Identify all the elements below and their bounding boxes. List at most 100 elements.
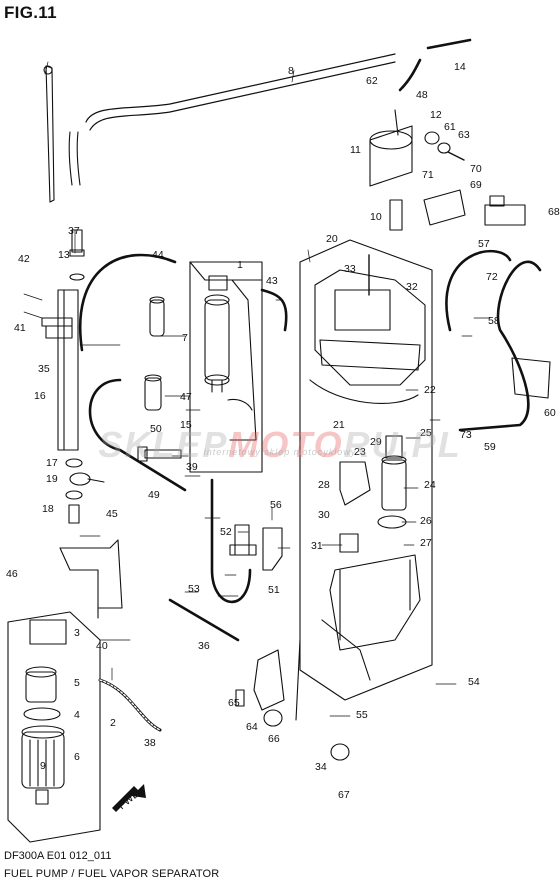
callout-1: 1 (237, 259, 243, 271)
callout-49: 49 (148, 489, 160, 501)
fuel-filter-assembly (7, 611, 101, 843)
callout-21: 21 (333, 419, 345, 431)
callout-58: 58 (488, 315, 500, 327)
vapor-separator-20 (299, 239, 433, 701)
callout-52: 52 (220, 526, 232, 538)
callout-28: 28 (318, 479, 330, 491)
callout-20: 20 (326, 233, 338, 245)
hose-43 (260, 288, 288, 332)
callout-44: 44 (152, 249, 164, 261)
callout-46: 46 (6, 568, 18, 580)
callout-71: 71 (422, 169, 434, 181)
bracket-69 (423, 189, 466, 226)
callout-16: 16 (34, 390, 46, 402)
callout-41: 41 (14, 322, 26, 334)
callout-72: 72 (486, 271, 498, 283)
callout-67: 67 (338, 789, 350, 801)
callout-27: 27 (420, 537, 432, 549)
hose-58-59 (458, 260, 542, 432)
part-31 (339, 533, 359, 553)
bracket-45 (59, 539, 123, 609)
canister-11 (369, 109, 413, 187)
callout-9: 9 (40, 760, 46, 772)
callout-64: 64 (246, 721, 258, 733)
callout-56: 56 (270, 499, 282, 511)
valve-68 (484, 204, 526, 226)
callout-22: 22 (424, 384, 436, 396)
figure-caption: FUEL PUMP / FUEL VAPOR SEPARATOR (4, 868, 220, 880)
hose-38 (98, 678, 162, 732)
watermark-part3: RU.PL (343, 424, 462, 465)
callout-numbers: 1234567891011121314151617181920212223242… (6, 61, 560, 801)
callout-73: 73 (460, 429, 472, 441)
hose-44 (79, 253, 177, 352)
bracket-51 (262, 527, 283, 571)
fwd-arrow: FWD (112, 784, 146, 812)
callout-26: 26 (420, 515, 432, 527)
callout-70: 70 (470, 163, 482, 175)
callout-59: 59 (484, 441, 496, 453)
bolt-50 (144, 449, 182, 459)
clamp-60 (511, 357, 551, 399)
callout-48: 48 (416, 89, 428, 101)
callout-43: 43 (266, 275, 278, 287)
callout-25: 25 (420, 427, 432, 439)
callout-63: 63 (458, 129, 470, 141)
hose-72 (445, 249, 512, 332)
rod-55 (295, 639, 301, 721)
figure-code: DF300A E01 012_011 (4, 850, 112, 862)
tube-7 (149, 299, 165, 337)
callout-40: 40 (96, 640, 108, 652)
hose-36 (168, 598, 240, 642)
band-9 (45, 65, 55, 203)
callout-15: 15 (180, 419, 192, 431)
callout-7: 7 (182, 332, 188, 344)
callout-66: 66 (268, 733, 280, 745)
hose-53 (210, 478, 252, 604)
callout-5: 5 (74, 677, 80, 689)
callout-24: 24 (424, 479, 436, 491)
callout-55: 55 (356, 709, 368, 721)
hose-49 (88, 378, 187, 492)
callout-6: 6 (74, 751, 80, 763)
callout-38: 38 (144, 737, 156, 749)
callout-51: 51 (268, 584, 280, 596)
callout-62: 62 (366, 75, 378, 87)
callout-29: 29 (370, 436, 382, 448)
watermark: SKLEPMOTORU.PL (90, 424, 470, 466)
figure-title: FIG.11 (4, 3, 57, 22)
sensor-52 (234, 524, 250, 556)
callout-37: 37 (68, 225, 80, 237)
callout-11: 11 (350, 144, 361, 156)
vapor-hose-8 (89, 61, 396, 131)
callout-34: 34 (315, 761, 327, 773)
callout-13: 13 (58, 249, 70, 261)
callout-18: 18 (42, 503, 54, 515)
callout-12: 12 (430, 109, 442, 121)
filter-23 (339, 461, 371, 506)
watermark-part1: SKLEP (98, 424, 229, 465)
high-pressure-pump-1 (189, 261, 263, 473)
callout-42: 42 (18, 253, 30, 265)
callout-33: 33 (344, 263, 356, 275)
part-10 (389, 199, 403, 231)
callout-30: 30 (318, 509, 330, 521)
callout-39: 39 (186, 461, 198, 473)
callout-31: 31 (311, 540, 323, 552)
callout-45: 45 (106, 508, 118, 520)
callout-57: 57 (478, 238, 490, 250)
callout-10: 10 (370, 211, 382, 223)
watermark-subtitle: internetowy sklep motocyklowy (203, 447, 357, 457)
low-pressure-pump-24 (381, 459, 407, 511)
callout-65: 65 (228, 697, 240, 709)
callout-4: 4 (74, 709, 80, 721)
callout-47: 47 (180, 391, 192, 403)
callout-69: 69 (470, 179, 482, 191)
fuel-rail-16 (41, 289, 79, 451)
callout-68: 68 (548, 206, 560, 218)
callout-8: 8 (288, 65, 294, 77)
callout-32: 32 (406, 281, 418, 293)
fitting-13 (71, 229, 83, 253)
bracket-64 (253, 649, 285, 711)
